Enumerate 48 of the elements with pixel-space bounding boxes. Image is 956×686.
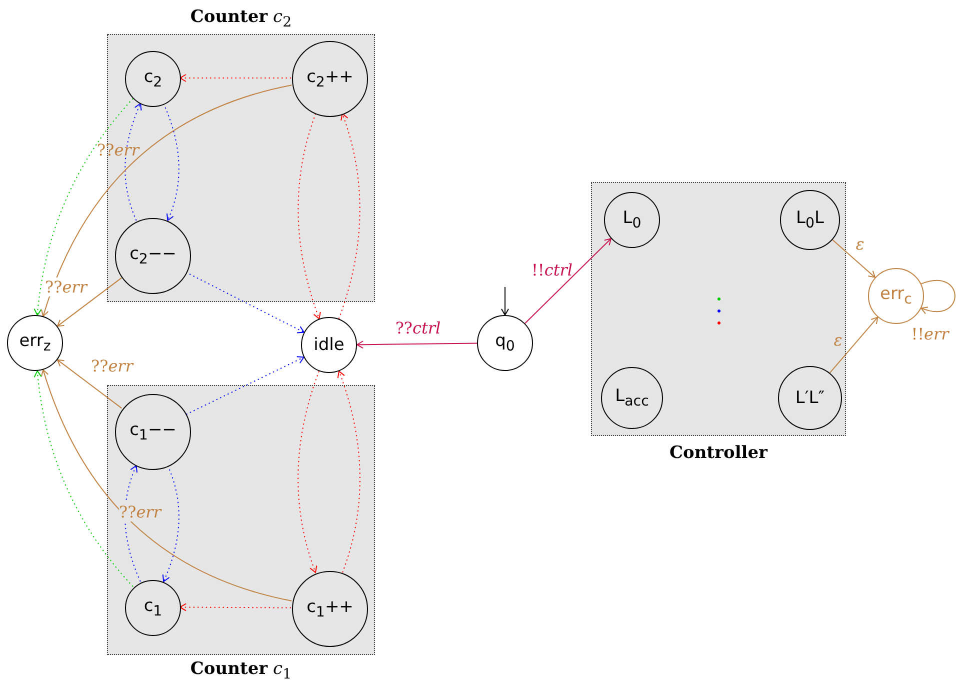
state-label: L$_{0}$ — [622, 210, 642, 230]
edge-label: ??err — [119, 502, 161, 522]
box-heading: Counter c$_{1}$ — [189, 658, 293, 682]
state-circle — [868, 268, 924, 324]
arrow — [337, 370, 360, 573]
arrow — [298, 113, 322, 320]
arrow — [920, 280, 956, 314]
state-label: c$_{1}$−− — [130, 422, 176, 442]
state-label: c$_{1}$ — [144, 598, 162, 618]
edge-label: ??err — [45, 278, 87, 296]
arrow — [34, 98, 134, 316]
arrow — [831, 238, 876, 278]
edge-label: !!err — [911, 324, 949, 344]
state-label: L$_{acc}$ — [615, 388, 649, 408]
arrow — [41, 369, 292, 602]
state-label: q$_{0}$ — [495, 332, 515, 354]
state-label: L′L″ — [795, 390, 825, 406]
box-heading: Counter c$_{2}$ — [189, 7, 293, 30]
arrow — [338, 113, 360, 320]
state-label: err$_{c}$ — [880, 286, 912, 306]
arrow — [829, 316, 878, 374]
arrow — [180, 74, 292, 82]
arrow — [356, 340, 478, 349]
edge-label: ??ctrl — [395, 318, 441, 338]
state-circle — [301, 317, 357, 373]
state-label: c$_{2}$ — [144, 68, 162, 90]
arrow — [298, 370, 320, 573]
edge-label: ??err — [97, 140, 139, 160]
edge-label: ??err — [91, 356, 133, 376]
edge-label: !!ctrl — [532, 260, 572, 280]
arrow — [524, 238, 612, 324]
arrow — [124, 103, 142, 221]
state-label: c$_{2}$++ — [306, 68, 354, 90]
state-label: idle — [314, 336, 344, 354]
box-heading: Controller — [668, 443, 769, 463]
arrow — [501, 286, 509, 316]
arrow — [56, 359, 122, 409]
edge-label: ε — [834, 330, 842, 350]
arrow — [34, 370, 134, 587]
state-label: c$_{1}$++ — [306, 598, 354, 620]
state-label: c$_{2}$−− — [130, 246, 176, 266]
edge-label: ε — [856, 234, 864, 254]
arrow — [186, 356, 304, 415]
state-label: L$_{0}$L — [796, 210, 824, 230]
arrow — [56, 277, 122, 327]
state-label: err$_{z}$ — [19, 332, 51, 354]
arrow — [180, 603, 292, 612]
arrow — [41, 84, 292, 317]
